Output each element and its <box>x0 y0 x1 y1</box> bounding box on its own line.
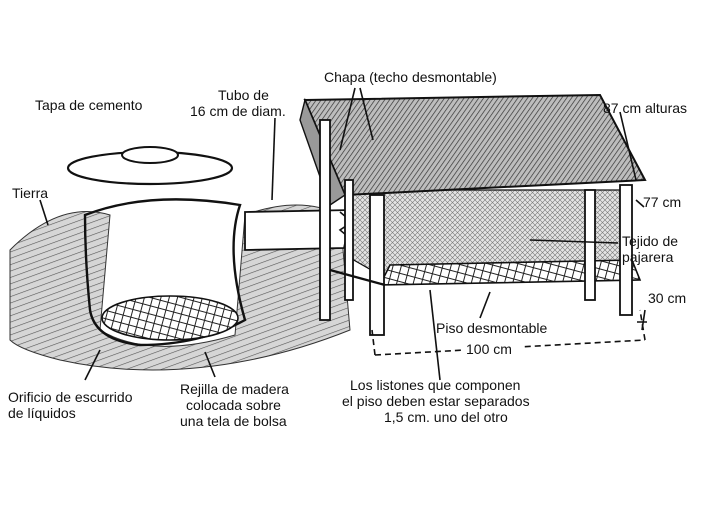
label-lid: Tapa de cemento <box>35 97 143 113</box>
pipe <box>244 209 354 251</box>
label-soil: Tierra <box>12 185 48 201</box>
removable-floor <box>378 259 642 286</box>
label-roof: Chapa (techo desmontable) <box>324 69 497 85</box>
label-mesh-1: Tejido de <box>622 233 678 249</box>
roof <box>303 93 647 197</box>
lid-handle <box>121 146 179 164</box>
label-drain-1: Orificio de escurrido <box>8 389 133 405</box>
label-width-100: 100 cm <box>466 341 512 357</box>
label-pipe-2: 16 cm de diam. <box>190 103 286 119</box>
label-height-77: 77 cm <box>643 194 681 210</box>
label-height-30: 30 cm <box>648 290 686 306</box>
label-pipe-1: Tubo de <box>218 87 269 103</box>
label-mesh-2: pajarera <box>622 249 674 265</box>
leader-lines <box>39 87 645 381</box>
hutch-legs <box>319 119 633 336</box>
label-grate-2: colocada sobre <box>186 397 281 413</box>
label-slats-2: el piso deben estar separados <box>342 393 530 409</box>
label-slats-1: Los listones que componen <box>350 377 520 393</box>
label-drain-2: de líquidos <box>8 405 76 421</box>
label-slats-3: 1,5 cm. uno del otro <box>384 409 508 425</box>
label-floor: Piso desmontable <box>436 320 548 336</box>
label-grate-3: una tela de bolsa <box>180 413 287 429</box>
label-height-87: 87 cm alturas <box>603 100 687 116</box>
label-grate-1: Rejilla de madera <box>180 381 289 397</box>
wooden-grate <box>101 295 239 341</box>
